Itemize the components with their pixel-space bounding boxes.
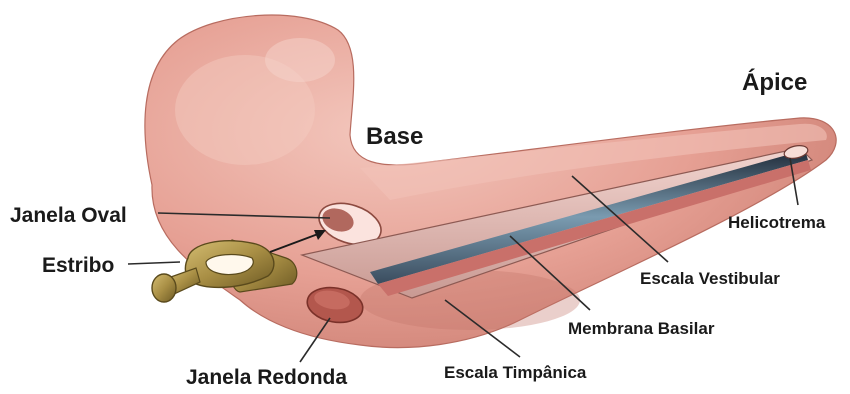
label-apice: Ápice	[742, 68, 807, 96]
label-escala-vestibular: Escala Vestibular	[640, 269, 780, 288]
tissue-texture	[265, 38, 335, 82]
label-helicotrema: Helicotrema	[728, 213, 826, 232]
leader-estribo	[128, 262, 180, 264]
label-estribo: Estribo	[42, 254, 114, 277]
label-janela-oval: Janela Oval	[10, 204, 127, 227]
label-membrana-basilar: Membrana Basilar	[568, 319, 715, 338]
label-base: Base	[366, 123, 423, 150]
stapes-arch-hole	[206, 255, 253, 275]
label-janela-redonda: Janela Redonda	[186, 366, 347, 389]
label-escala-timpanica: Escala Timpânica	[444, 363, 587, 382]
stapes-head	[152, 274, 176, 302]
